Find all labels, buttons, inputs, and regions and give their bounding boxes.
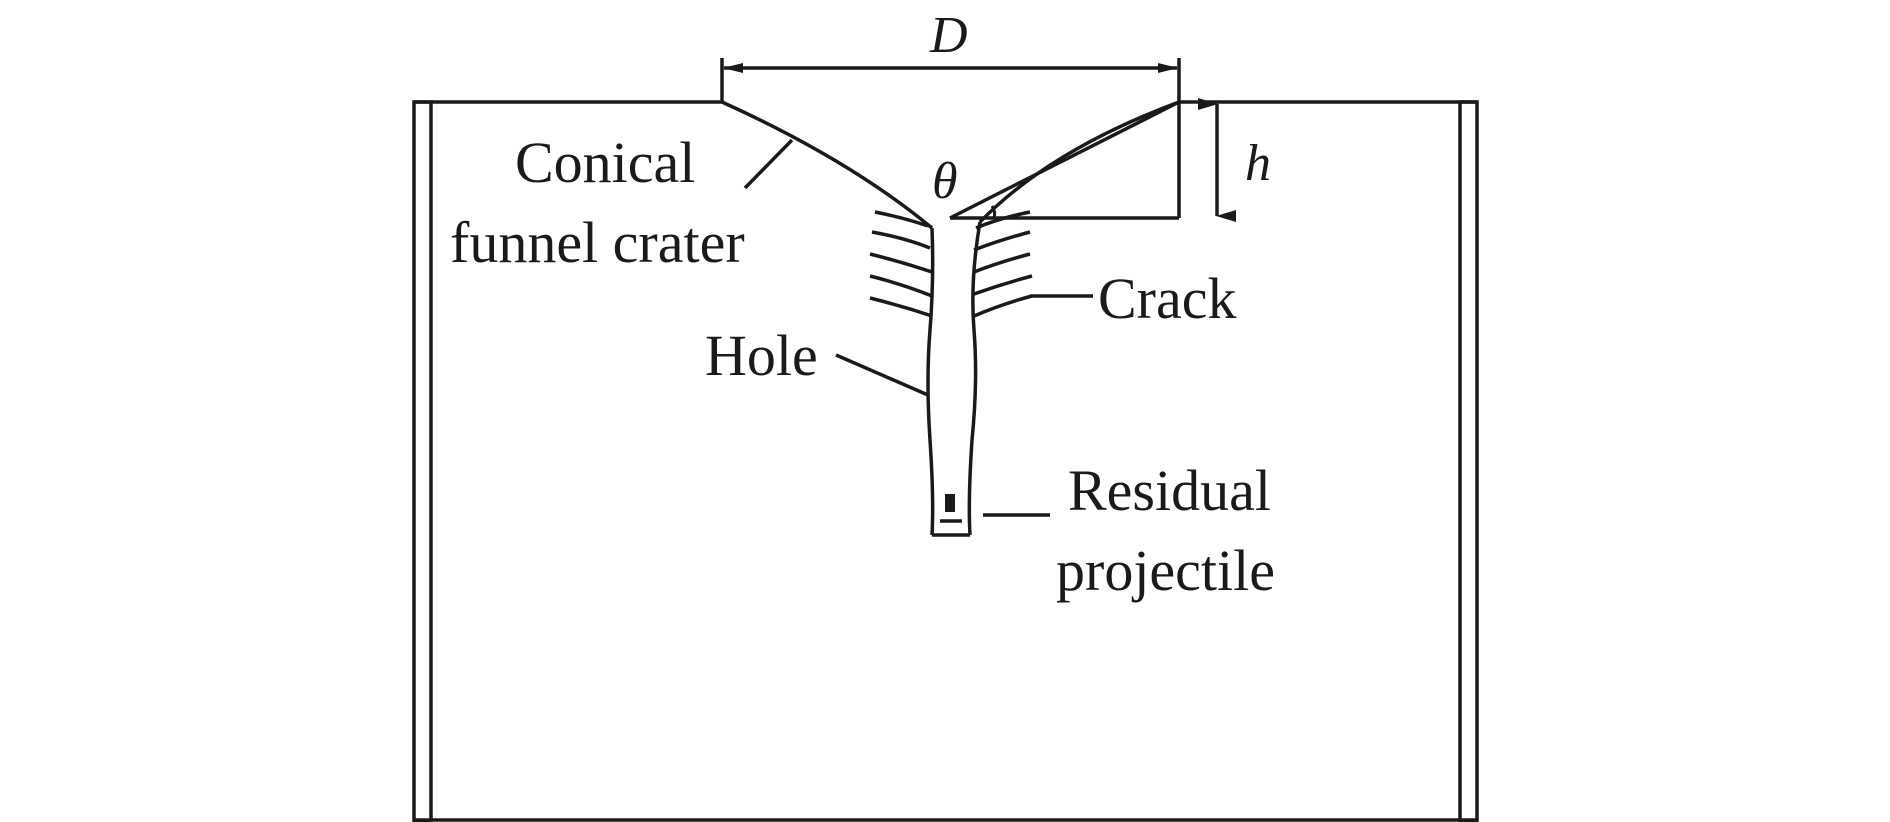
crack-line bbox=[869, 296, 933, 318]
penetration-hole bbox=[926, 221, 982, 537]
crater-right-wall-outer bbox=[949, 100, 1180, 220]
funnel-crater bbox=[721, 100, 1180, 230]
crater-left-wall bbox=[721, 100, 934, 230]
crack-line bbox=[973, 274, 1033, 296]
diameter-label: D bbox=[929, 7, 968, 64]
hole-left-wall bbox=[926, 227, 935, 536]
crack-line bbox=[973, 294, 1033, 318]
diameter-dimension bbox=[720, 58, 1181, 102]
crack-line bbox=[869, 252, 933, 274]
hole-leader-line bbox=[835, 353, 929, 397]
projectile-label-line2: projectile bbox=[1056, 538, 1275, 603]
depth-label: h bbox=[1245, 135, 1271, 192]
cracks-left bbox=[869, 210, 933, 318]
hole-right-wall bbox=[967, 221, 982, 536]
angle-label: θ bbox=[932, 153, 958, 210]
left-wall-hatch bbox=[412, 100, 433, 822]
crater-right-wall-inner bbox=[978, 100, 1180, 224]
crack-line bbox=[871, 230, 931, 250]
depth-reference bbox=[950, 98, 1236, 222]
right-wall-hatch bbox=[1458, 100, 1479, 822]
projectile-body bbox=[945, 494, 955, 512]
crack-line bbox=[973, 230, 1031, 252]
crater-label-line2: funnel crater bbox=[450, 210, 745, 275]
residual-projectile bbox=[940, 494, 962, 523]
cracks-right bbox=[973, 210, 1033, 318]
crack-line bbox=[874, 210, 929, 228]
crack-label: Crack bbox=[1098, 266, 1237, 331]
angle-arc bbox=[990, 205, 997, 219]
crack-line bbox=[975, 210, 1031, 230]
crater-leader-line bbox=[743, 138, 794, 190]
crater-label-line1: Conical bbox=[515, 130, 695, 195]
crack-line bbox=[869, 274, 933, 298]
crack-line bbox=[973, 252, 1031, 274]
projectile-label-line1: Residual bbox=[1068, 458, 1271, 523]
hole-label: Hole bbox=[705, 323, 818, 388]
